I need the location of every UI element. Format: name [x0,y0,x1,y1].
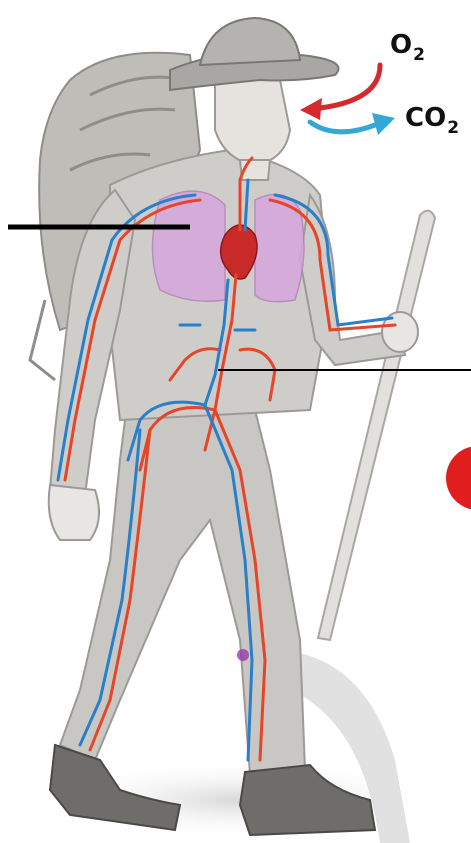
co2-label-subscript: 2 [447,118,459,138]
hat-icon [170,18,338,90]
walking-stick-icon [318,211,435,640]
co2-label-base: CO [405,103,446,133]
co2-arrow [310,113,395,135]
oxygen-label: O2 [390,30,425,60]
red-marker [446,446,471,510]
oxygen-label-base: O [390,30,412,60]
legs [60,380,305,775]
capillary-bed [237,649,249,661]
co2-label: CO2 [405,103,459,133]
oxygen-label-subscript: 2 [413,45,425,65]
